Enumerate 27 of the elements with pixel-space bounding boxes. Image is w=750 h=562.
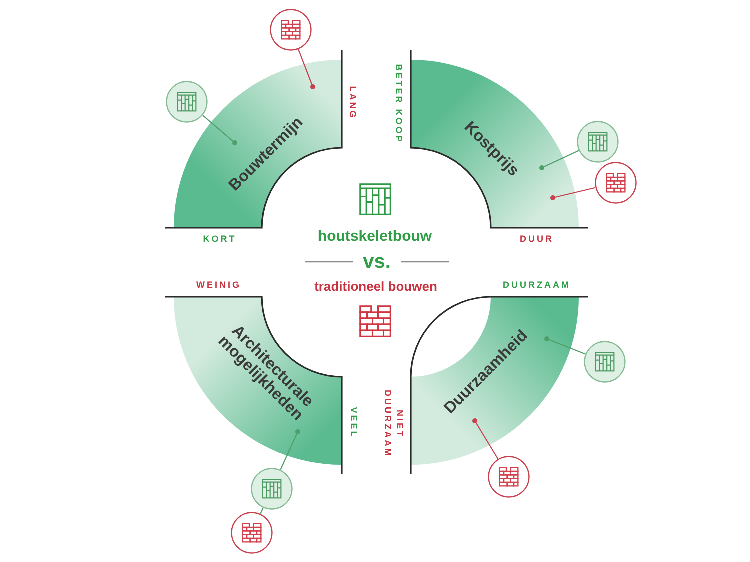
leader-line bbox=[540, 150, 580, 170]
axis-label: LANG bbox=[347, 86, 359, 120]
subheading-text: traditioneel bouwen bbox=[314, 280, 438, 294]
axis-label: DUURZAAM bbox=[503, 281, 571, 291]
leader-line bbox=[544, 336, 586, 355]
axis-label: BETER KOOP bbox=[393, 64, 405, 144]
leader-line bbox=[550, 187, 596, 200]
versus-text: vs. bbox=[363, 251, 391, 273]
brick-wall-icon bbox=[488, 456, 530, 498]
wood-frame-icon bbox=[584, 341, 626, 383]
wood-frame-icon bbox=[251, 468, 293, 510]
brick-wall-icon bbox=[595, 162, 637, 204]
wood-frame-icon bbox=[166, 81, 208, 123]
axis-label: DUUR bbox=[520, 235, 554, 245]
leader-line bbox=[260, 508, 264, 514]
brick-wall-icon bbox=[270, 9, 312, 51]
leader-line bbox=[202, 115, 238, 146]
brick-wall-icon bbox=[231, 512, 273, 554]
leader-line bbox=[280, 430, 300, 470]
wood-frame-icon bbox=[577, 121, 619, 163]
axis-label: NIET DUURZAAM bbox=[382, 389, 406, 459]
leader-line bbox=[298, 49, 316, 90]
axis-label: KORT bbox=[203, 235, 237, 245]
axis-label: VEEL bbox=[348, 407, 360, 439]
heading-text: houtskeletbouw bbox=[318, 228, 432, 246]
leader-line bbox=[472, 418, 499, 460]
axis-label: WEINIG bbox=[196, 281, 242, 291]
